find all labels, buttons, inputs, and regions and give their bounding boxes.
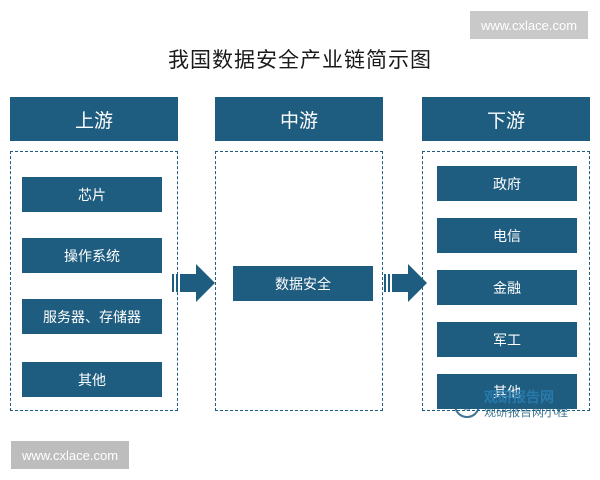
- midstream-item-data-security: 数据安全: [233, 266, 373, 301]
- midstream-header: 中游: [215, 97, 383, 141]
- upstream-header: 上游: [10, 97, 178, 141]
- logo-watermark: ◉ 观研报告网 观研报告网小程: [454, 388, 594, 422]
- upstream-item-os-label: 操作系统: [64, 248, 120, 265]
- midstream-item-data-security-label: 数据安全: [275, 276, 331, 293]
- downstream-item-other-label: 其他: [493, 384, 521, 401]
- watermark-bottom: www.cxlace.com: [11, 441, 129, 469]
- upstream-item-other: 其他: [22, 362, 162, 397]
- downstream-item-military: 军工: [437, 322, 577, 357]
- watermark-top-text: www.cxlace.com: [480, 17, 578, 33]
- downstream-header: 下游: [422, 97, 590, 141]
- downstream-box: [422, 151, 590, 411]
- arrow-right-icon: [384, 263, 428, 303]
- downstream-item-telecom-label: 电信: [493, 228, 521, 245]
- downstream-item-finance-label: 金融: [493, 280, 521, 297]
- downstream-item-government: 政府: [437, 166, 577, 201]
- downstream-header-label: 下游: [486, 109, 525, 132]
- diagram-title: 我国数据安全产业链简示图: [168, 48, 432, 72]
- logo-watermark-main: 观研报告网: [484, 390, 554, 407]
- midstream-box: [215, 151, 383, 411]
- upstream-item-chip-label: 芯片: [78, 187, 106, 204]
- downstream-item-telecom: 电信: [437, 218, 577, 253]
- arrow-right-icon: [172, 263, 216, 303]
- upstream-item-server-storage: 服务器、存储器: [22, 299, 162, 334]
- upstream-item-os: 操作系统: [22, 238, 162, 273]
- watermark-top: www.cxlace.com: [470, 11, 588, 39]
- upstream-header-label: 上游: [74, 109, 113, 132]
- logo-watermark-sub: 观研报告网小程: [484, 405, 569, 420]
- globe-logo-icon: ◉: [454, 392, 480, 418]
- downstream-item-finance: 金融: [437, 270, 577, 305]
- upstream-item-server-storage-label: 服务器、存储器: [43, 309, 141, 326]
- midstream-header-label: 中游: [279, 109, 318, 132]
- watermark-bottom-text: www.cxlace.com: [21, 447, 119, 463]
- downstream-item-military-label: 军工: [493, 332, 521, 349]
- upstream-item-chip: 芯片: [22, 177, 162, 212]
- downstream-item-government-label: 政府: [493, 176, 521, 193]
- upstream-item-other-label: 其他: [78, 372, 106, 389]
